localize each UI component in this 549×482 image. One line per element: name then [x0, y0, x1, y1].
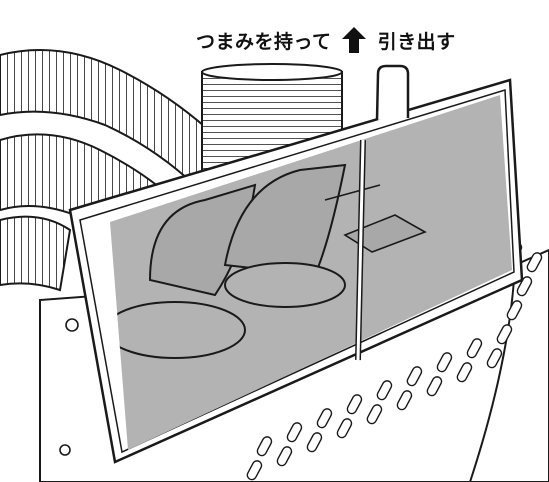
pull-tab — [375, 64, 410, 121]
arrow-up-icon — [341, 27, 366, 53]
vent-slot — [256, 436, 273, 457]
vent-slot — [496, 324, 513, 345]
vent-slot — [406, 366, 423, 387]
vent-slot — [506, 300, 523, 321]
vent-slot — [346, 394, 363, 415]
vent-slot — [436, 352, 453, 373]
instruction-caption: つまみを持って 引き出す — [196, 26, 456, 54]
caption-text-pull-out: 引き出す — [377, 30, 456, 53]
vent-slot — [306, 432, 323, 453]
vent-slot — [366, 404, 383, 425]
vent-slot — [426, 376, 443, 397]
caption-text-hold-tab: つまみを持って — [196, 30, 332, 53]
screw-icon — [59, 444, 71, 456]
vent-slot — [246, 460, 263, 481]
vent-slot — [276, 446, 293, 467]
vent-slot — [376, 380, 393, 401]
vent-slot — [456, 362, 473, 383]
vent-slot — [286, 422, 303, 443]
vent-grille — [246, 242, 543, 481]
vent-slot — [466, 338, 483, 359]
vent-slot — [486, 348, 503, 369]
vent-slot — [516, 276, 533, 297]
vent-slot — [336, 418, 353, 439]
vent-slot — [396, 390, 413, 411]
hose-clip-icon — [65, 318, 79, 332]
filter-center-rail — [355, 139, 366, 361]
vent-slot — [316, 408, 333, 429]
vent-slot — [526, 252, 543, 273]
